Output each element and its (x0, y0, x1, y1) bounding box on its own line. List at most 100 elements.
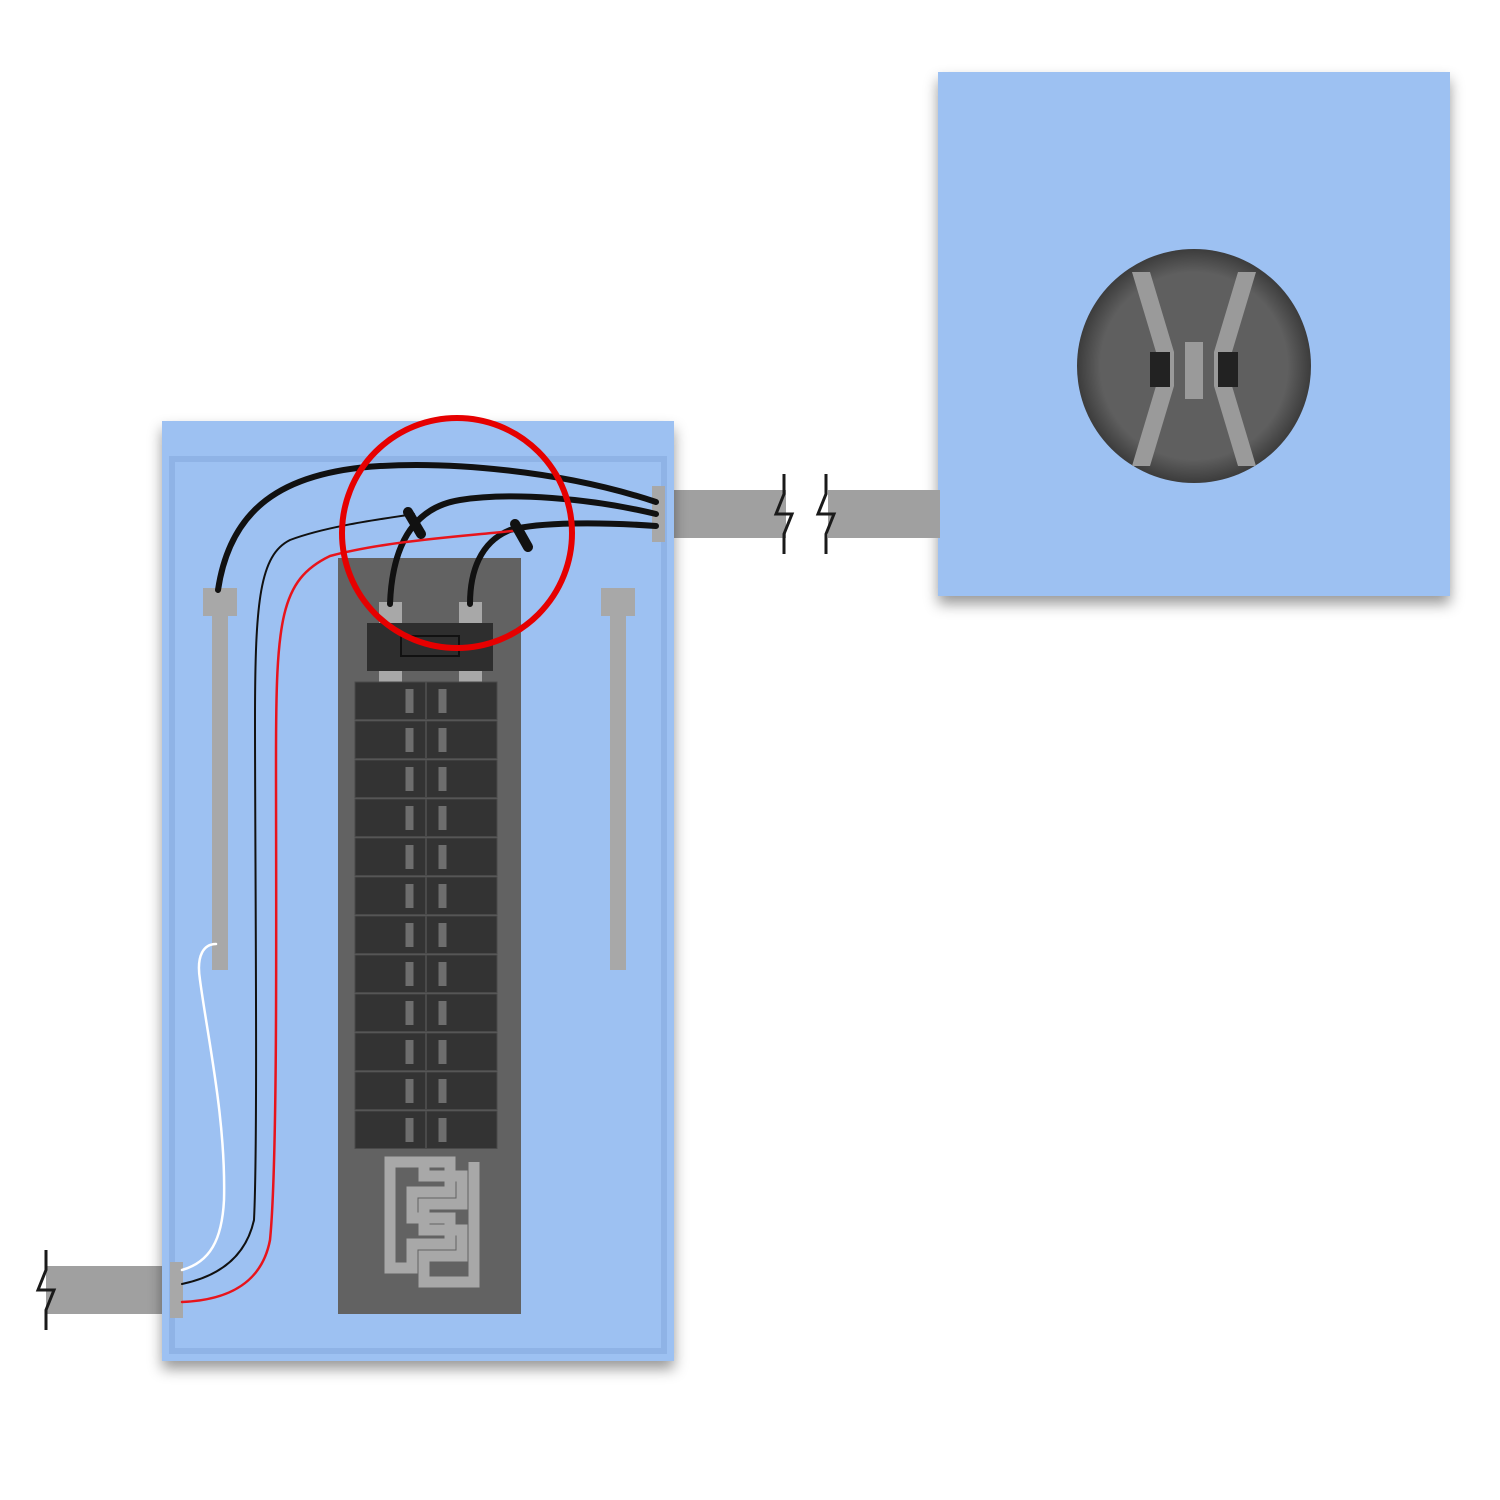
breaker-body (426, 1110, 498, 1149)
breaker-toggle (405, 845, 414, 869)
outlet-slot-left (1132, 272, 1174, 466)
breaker-body (426, 720, 498, 759)
circuit-breaker (426, 993, 498, 1032)
splice-mark-2 (510, 519, 533, 552)
circuit-breaker (354, 1071, 426, 1110)
circuit-breaker (426, 720, 498, 759)
breaker-body (354, 1110, 426, 1149)
breaker-body (426, 1032, 498, 1071)
breaker-body (354, 954, 426, 993)
breaker-body (354, 837, 426, 876)
outlet-slot-hot-2 (1218, 352, 1238, 387)
breaker-toggle (405, 1118, 414, 1142)
outlet-slots (1132, 272, 1256, 466)
breaker-toggle (438, 1079, 447, 1103)
circuit-breaker (426, 759, 498, 798)
circuit-breaker (426, 1110, 498, 1149)
circuit-breaker (354, 720, 426, 759)
breaker-toggle (438, 923, 447, 947)
ground-bar-right (601, 588, 635, 970)
breaker-body (426, 876, 498, 915)
breaker-toggle (438, 962, 447, 986)
circuit-breaker (354, 993, 426, 1032)
breaker-body (426, 759, 498, 798)
breaker-body (354, 720, 426, 759)
breaker-body (426, 837, 498, 876)
breaker-body (426, 954, 498, 993)
wires (180, 462, 659, 1304)
circuit-breaker (426, 798, 498, 837)
breaker-toggle (405, 1079, 414, 1103)
conduit-bottom (35, 1250, 174, 1330)
highlight-circle-icon (339, 415, 575, 651)
breaker-body (354, 681, 426, 720)
breaker-body (426, 798, 498, 837)
circuit-breaker (354, 915, 426, 954)
circuit-breaker (354, 681, 426, 720)
breaker-toggle (405, 1001, 414, 1025)
breaker-toggle (405, 962, 414, 986)
breaker-body (426, 1071, 498, 1110)
breaker-body (354, 915, 426, 954)
cable-break-icon (35, 1250, 57, 1330)
wire-white-neutral (180, 942, 226, 1272)
breaker-panel-icon (162, 421, 674, 1361)
breaker-toggle (438, 689, 447, 713)
breaker-body (426, 681, 498, 720)
wire-black-branch (181, 513, 415, 1285)
circuit-breaker (354, 798, 426, 837)
conduit-top (662, 474, 940, 554)
neutral-serpentine-bar (384, 1156, 456, 1274)
breaker-body (354, 1032, 426, 1071)
breaker-toggle (405, 689, 414, 713)
circuit-breaker (426, 837, 498, 876)
breaker-toggle (405, 728, 414, 752)
cable-break-icon (773, 474, 795, 554)
circuit-breaker (354, 759, 426, 798)
wire-black-feeder-1 (215, 462, 659, 593)
breaker-toggle (405, 806, 414, 830)
circuit-breaker (426, 954, 498, 993)
breaker-toggle (405, 923, 414, 947)
breaker-toggle (405, 884, 414, 908)
splice-mark-1 (403, 507, 426, 539)
conduit-segment-feed (46, 1266, 174, 1314)
circuit-breaker (354, 876, 426, 915)
conduit-fitting-bottom (170, 1262, 183, 1318)
circuit-breaker (354, 1110, 426, 1149)
breaker-toggle (438, 1001, 447, 1025)
outlet-slot-hot-1 (1150, 352, 1170, 387)
breaker-toggle (438, 806, 447, 830)
conduit-segment-panel (662, 490, 786, 538)
breaker-body (426, 993, 498, 1032)
neutral-serpentine-bar-2 (418, 1162, 480, 1288)
circuit-breaker (426, 876, 498, 915)
breaker-toggle (405, 1040, 414, 1064)
breaker-body (354, 759, 426, 798)
circuit-breaker (354, 954, 426, 993)
circuit-breaker (426, 1032, 498, 1071)
circuit-breaker (354, 1032, 426, 1071)
breaker-body (426, 915, 498, 954)
breaker-toggle (438, 767, 447, 791)
circuit-breaker (426, 915, 498, 954)
cable-break-icon (815, 474, 837, 554)
wire-red-branch (180, 528, 522, 1304)
outlet-slot-ground (1185, 342, 1203, 399)
wire-black-feeder-2 (387, 493, 659, 607)
breaker-body (354, 798, 426, 837)
breaker-toggle (438, 1118, 447, 1142)
breaker-body (354, 993, 426, 1032)
breaker-body (354, 1071, 426, 1110)
breaker-body (354, 876, 426, 915)
breaker-toggle (438, 1040, 447, 1064)
breaker-toggle (438, 728, 447, 752)
outlet-box (938, 72, 1450, 596)
circuit-breaker (426, 1071, 498, 1110)
neutral-bar-left (203, 588, 237, 970)
circuit-breaker (426, 681, 498, 720)
conduit-segment-outlet (828, 490, 940, 538)
breaker-toggle (438, 884, 447, 908)
breaker-toggle (405, 767, 414, 791)
